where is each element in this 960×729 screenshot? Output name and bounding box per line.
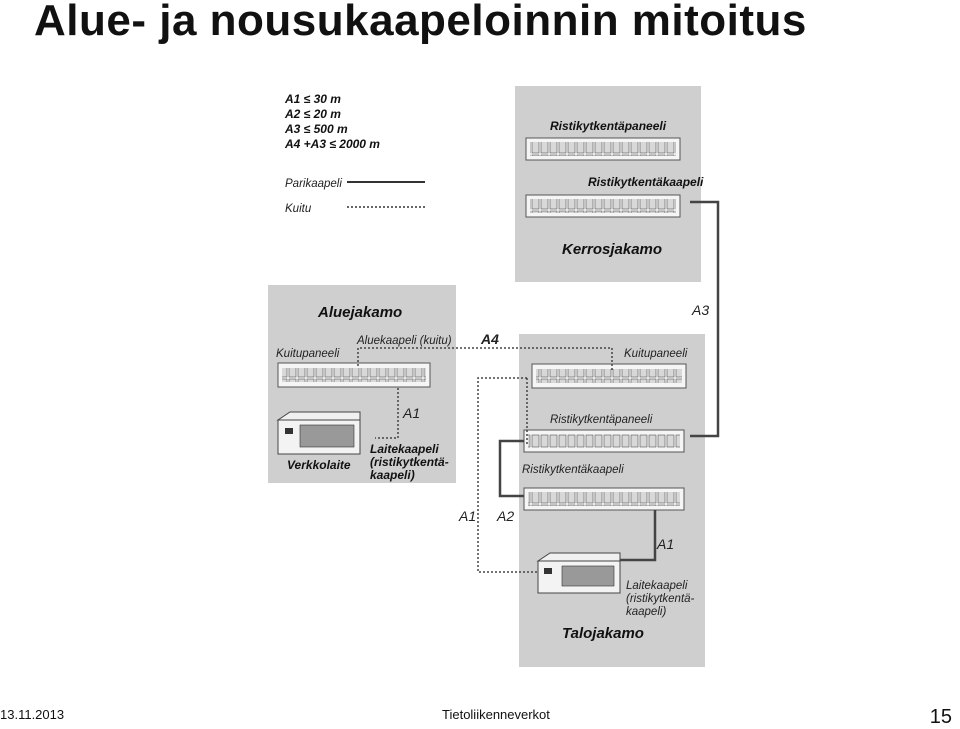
aluejakamo: Aluejakamo Kuitupaneeli Aluekaapeli (kui…	[268, 285, 456, 483]
aluejakamo-fiber-panel-label: Kuitupaneeli	[276, 348, 340, 360]
talojakamo-cable-label: Ristikytkentäkaapeli	[522, 464, 624, 476]
marker-a1-talojakamo: A1	[656, 536, 674, 552]
marker-a1-fiber: A1	[458, 508, 476, 524]
talojakamo-crossconnect-cable	[498, 439, 524, 498]
aluejakamo-name: Aluejakamo	[317, 304, 402, 321]
kerrosjakamo-panel-2-ports	[530, 199, 676, 213]
legend-limit-a1: A1 ≤ 30 m	[284, 92, 341, 106]
legend-limit-a3: A3 ≤ 500 m	[284, 122, 348, 136]
kerrosjakamo-panel-label: Ristikytkentäpaneeli	[550, 119, 667, 133]
legend: A1 ≤ 30 m A2 ≤ 20 m A3 ≤ 500 m A4 +A3 ≤ …	[284, 92, 425, 215]
verkkolaite-label: Verkkolaite	[287, 458, 351, 472]
talojakamo: Kuitupaneeli Ristikytkentäpaneeli Ristik…	[519, 334, 705, 667]
aluejakamo-area-cable-label: Aluekaapeli (kuitu)	[356, 335, 452, 347]
aluejakamo-fiber-panel-ports	[282, 368, 426, 382]
marker-a4: A4	[480, 331, 499, 347]
talojakamo-panel-ports	[528, 434, 680, 448]
marker-a2: A2	[496, 508, 514, 524]
kerrosjakamo: Ristikytkentäpaneeli Ristikytkentäkaapel…	[515, 86, 704, 282]
area-cable-a4	[357, 347, 613, 370]
talojakamo-device-cable-line3: kaapeli)	[626, 606, 666, 618]
talojakamo-device-cable-line2: (ristikytkentä-	[626, 593, 695, 605]
fiber-cable-a1	[477, 377, 538, 573]
talojakamo-name: Talojakamo	[562, 625, 644, 642]
verkkolaite-device	[276, 411, 361, 455]
marker-a1-aluejakamo: A1	[402, 405, 420, 421]
marker-a3: A3	[691, 302, 709, 318]
talojakamo-device-cable-line1: Laitekaapeli	[626, 580, 688, 592]
cables	[357, 200, 720, 573]
slide-title: Alue- ja nousukaapeloinnin mitoitus	[34, 0, 807, 45]
kerrosjakamo-cable-label: Ristikytkentäkaapeli	[588, 175, 704, 189]
talojakamo-panel-2-ports	[528, 492, 680, 506]
legend-limit-a4a3: A4 +A3 ≤ 2000 m	[284, 137, 380, 151]
talojakamo-fiber-panel-ports	[536, 369, 682, 383]
kerrosjakamo-box	[515, 86, 701, 282]
riser-cable-a3	[690, 200, 720, 438]
talojakamo-device-cable	[620, 510, 657, 562]
legend-parikaapeli-label: Parikaapeli	[285, 178, 342, 190]
aluejakamo-device-cable	[375, 388, 399, 439]
talojakamo-panel-label: Ristikytkentäpaneeli	[550, 414, 653, 426]
legend-limit-a2: A2 ≤ 20 m	[284, 107, 341, 121]
kerrosjakamo-panel-ports	[530, 142, 676, 156]
cabling-diagram: A1 ≤ 30 m A2 ≤ 20 m A3 ≤ 500 m A4 +A3 ≤ …	[268, 86, 720, 667]
kerrosjakamo-name: Kerrosjakamo	[562, 241, 662, 258]
talojakamo-fiber-panel-label: Kuitupaneeli	[624, 348, 688, 360]
footer-course: Tietoliikenneverkot	[442, 707, 550, 722]
legend-kuitu-label: Kuitu	[285, 203, 312, 215]
aluejakamo-device-cable-line3: kaapeli)	[370, 468, 415, 482]
talojakamo-device	[536, 552, 621, 594]
footer-date: 13.11.2013	[0, 707, 65, 722]
aluejakamo-device-cable-line1: Laitekaapeli	[370, 442, 439, 456]
aluejakamo-device-cable-line2: (ristikytkentä-	[370, 455, 449, 469]
page-number: 15	[929, 706, 952, 728]
